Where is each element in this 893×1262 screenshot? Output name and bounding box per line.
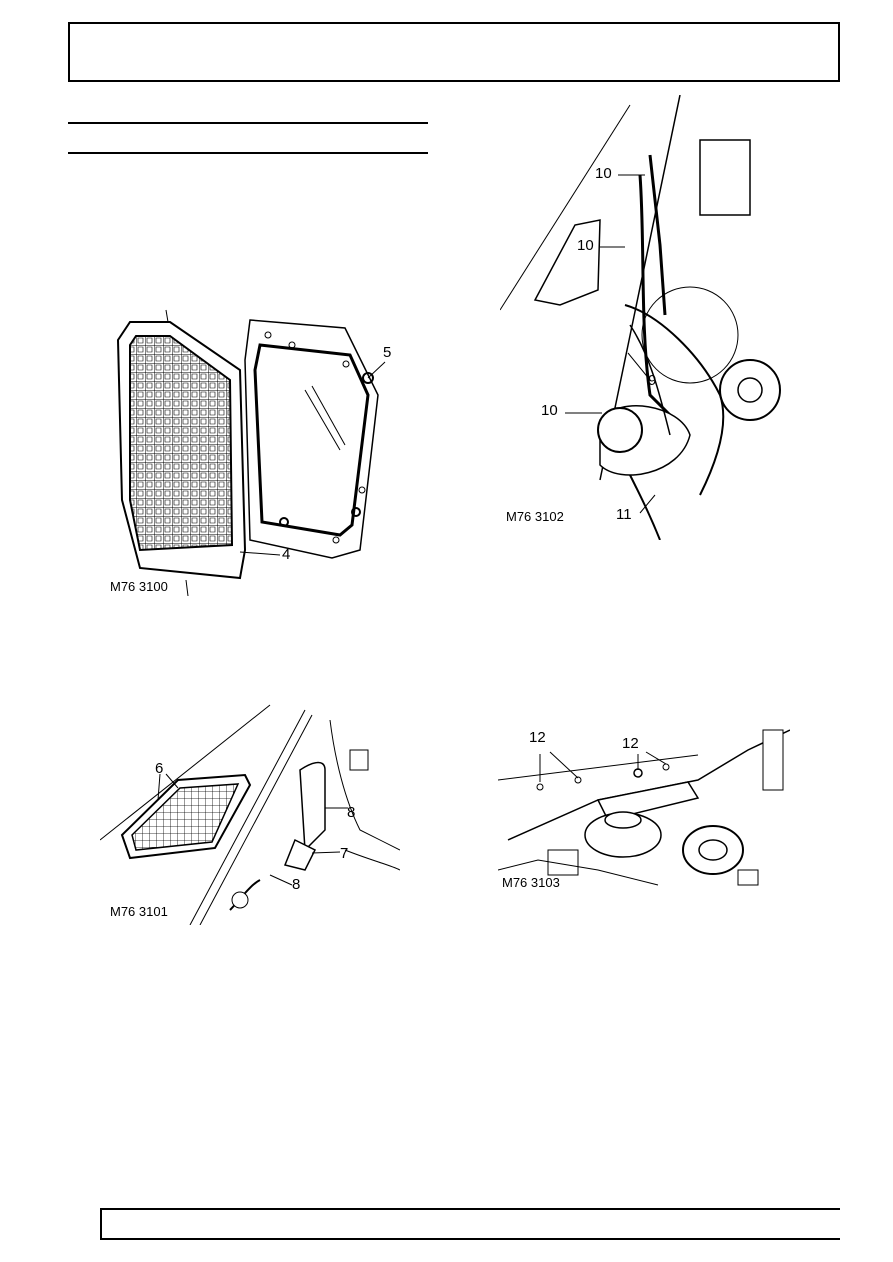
callout-12-left: 12	[529, 729, 546, 746]
figure-id: M76 3100	[110, 579, 168, 594]
callout-7: 7	[340, 845, 349, 862]
section-rule-top	[68, 122, 428, 124]
callout-10-top: 10	[595, 165, 612, 182]
figure-m76-3103: 12 12 M76 3103	[498, 720, 790, 895]
page-footer-box	[100, 1208, 840, 1240]
callout-10-middle: 10	[577, 237, 594, 254]
engine-bay-harness-illustration	[500, 95, 781, 540]
page-header-box	[68, 22, 840, 82]
figure-m76-3102: 10 10 10 9 11 M76 3102	[500, 95, 790, 540]
callout-6: 6	[155, 760, 164, 777]
figure-m76-3100: 5 4 M76 3100	[100, 300, 400, 600]
grille-and-panel-illustration	[116, 309, 386, 597]
callout-11: 11	[616, 506, 632, 523]
figure-id: M76 3101	[110, 904, 168, 919]
callout-12-right: 12	[622, 735, 639, 752]
callout-5: 5	[383, 344, 392, 361]
callout-10-bottom: 10	[541, 402, 558, 419]
engine-bay-fixings-illustration	[498, 729, 790, 886]
callout-9: 9	[648, 372, 657, 389]
callout-4: 4	[282, 546, 291, 563]
figure-id: M76 3103	[502, 875, 560, 890]
figure-m76-3101: 6 7 8 8 M76 3101	[100, 700, 400, 925]
callout-8-lower: 8	[292, 876, 301, 893]
callout-8-upper: 8	[347, 804, 356, 821]
figure-id: M76 3102	[506, 509, 564, 524]
section-rule-bottom	[68, 152, 428, 154]
grille-installed-illustration	[100, 704, 400, 925]
